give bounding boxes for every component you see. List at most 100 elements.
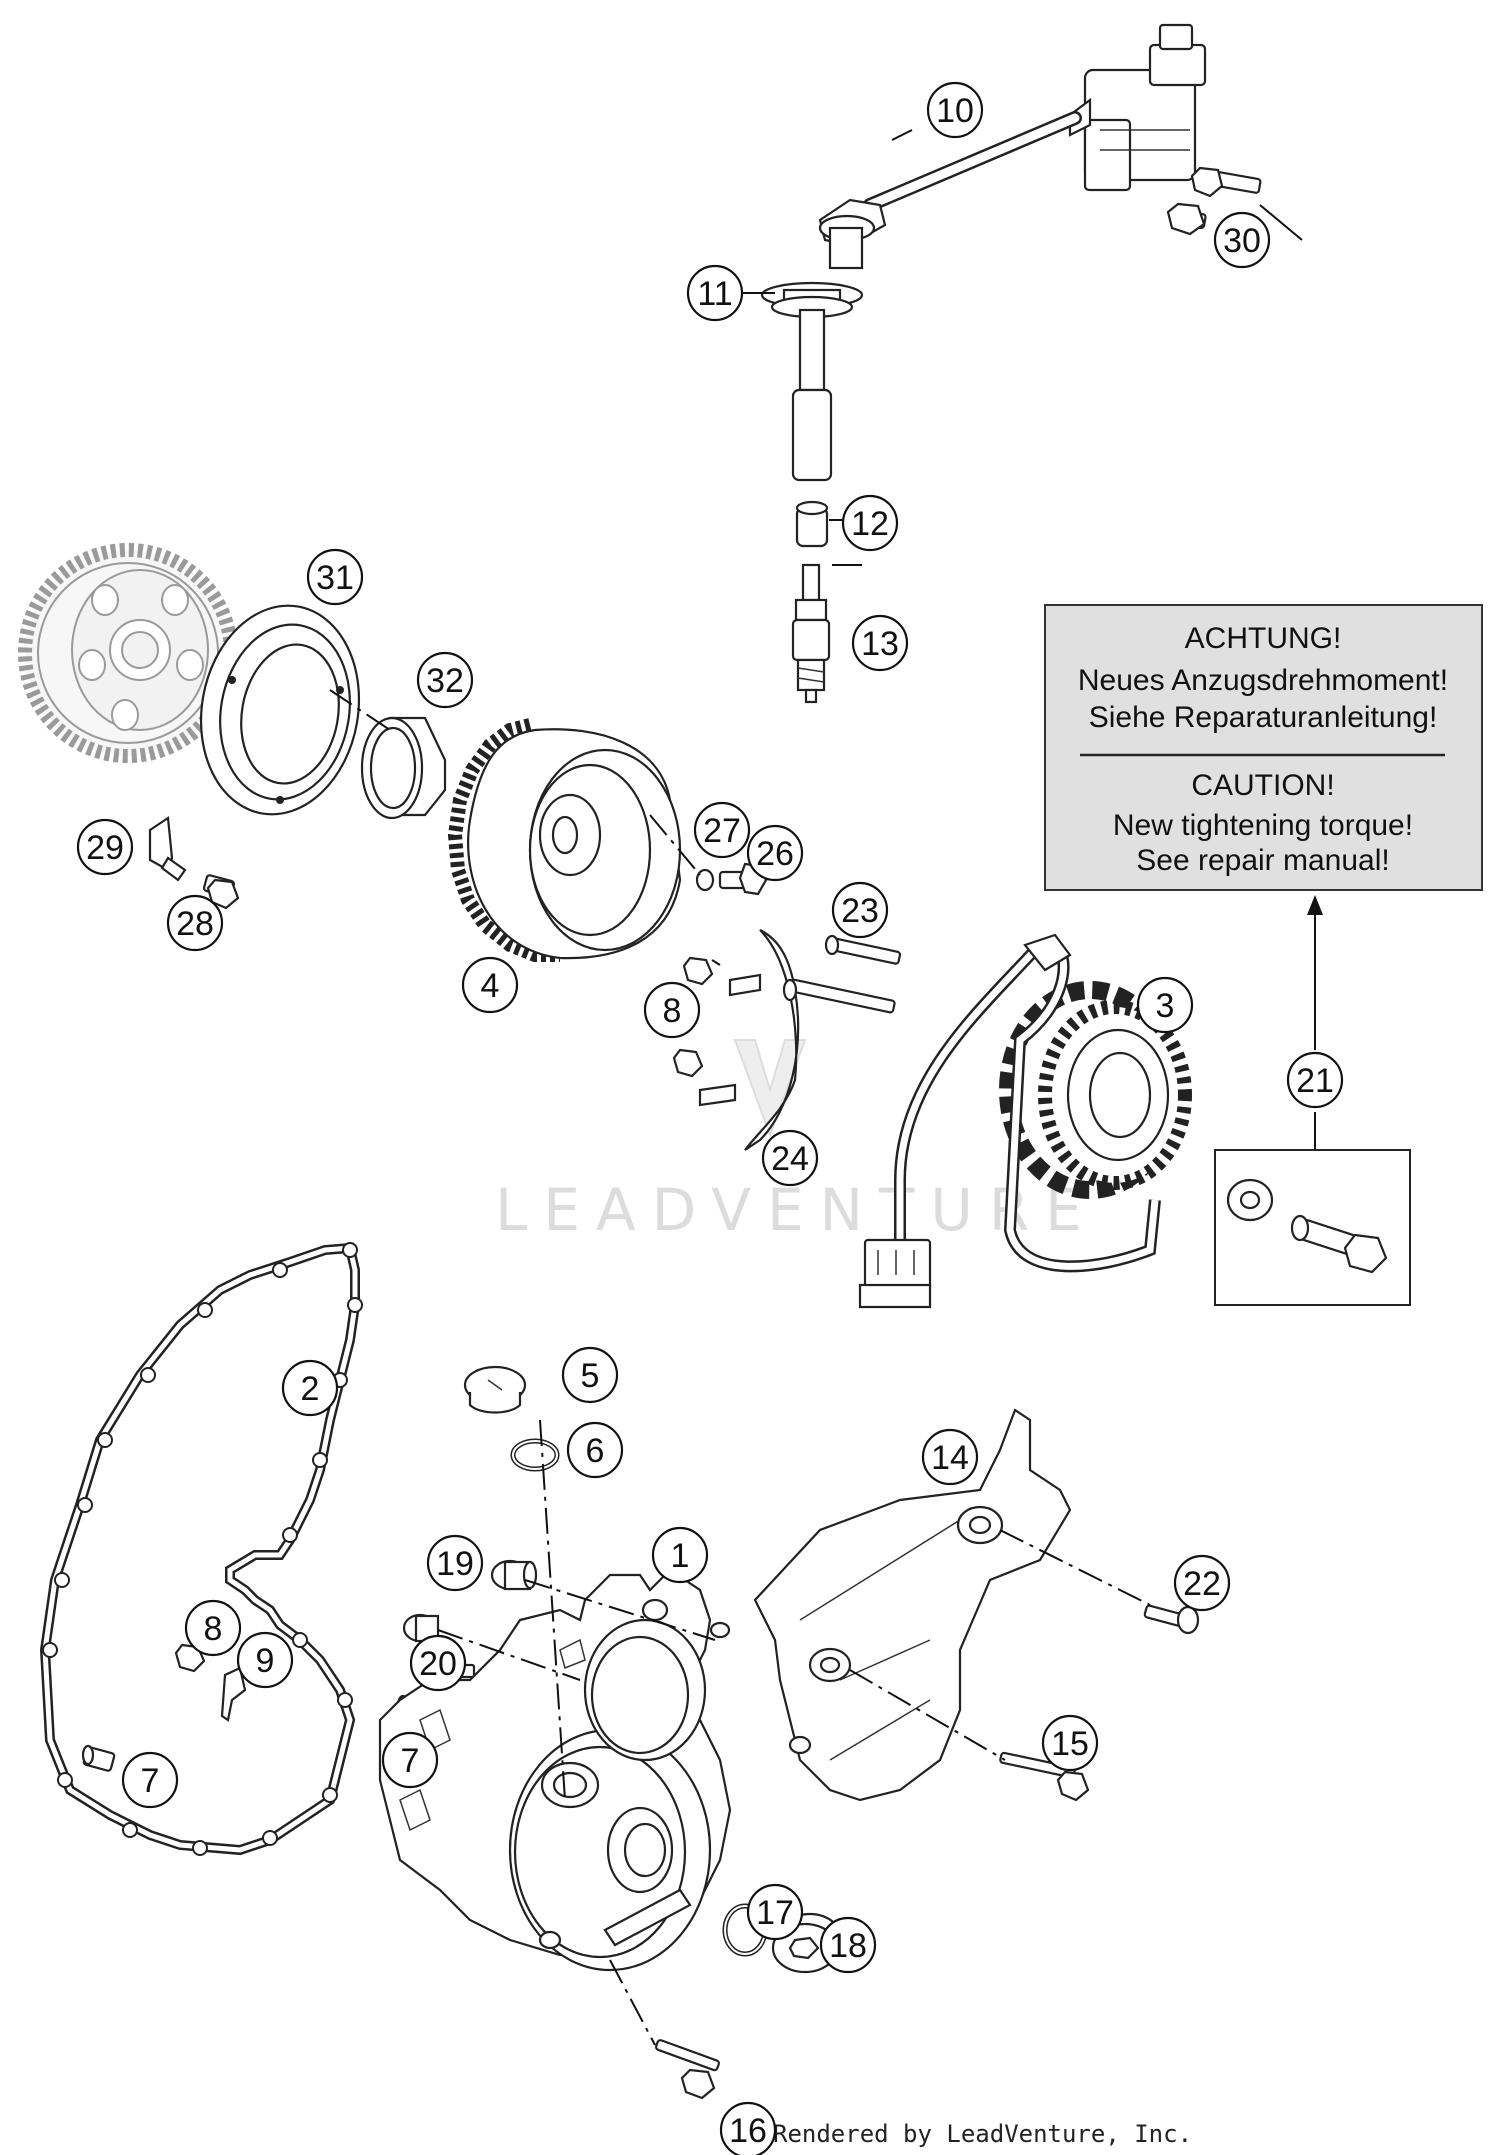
callout-label: 15 bbox=[1051, 1725, 1089, 1763]
callout-label: 7 bbox=[141, 1762, 160, 1800]
callout-circle bbox=[926, 81, 984, 139]
callout-circle bbox=[566, 1421, 624, 1479]
callout-circle bbox=[1286, 1051, 1344, 1109]
callout-label: 18 bbox=[829, 1927, 867, 1965]
callout-11: 11 bbox=[686, 264, 744, 322]
callout-label: 1 bbox=[671, 1537, 690, 1575]
callout-circle bbox=[184, 1599, 242, 1657]
cover-bolt-22 bbox=[1143, 1604, 1200, 1635]
callout-26: 26 bbox=[746, 824, 804, 882]
callout-label: 10 bbox=[936, 92, 974, 130]
coil-mounting-bolts bbox=[1166, 166, 1262, 236]
ignition-cable bbox=[863, 111, 1082, 212]
callout-label: 16 bbox=[729, 2112, 767, 2150]
callout-30: 30 bbox=[1213, 211, 1271, 269]
callout-circle bbox=[1136, 976, 1194, 1034]
callout-label: 26 bbox=[756, 835, 794, 873]
callout-label: 17 bbox=[756, 1894, 794, 1932]
torque-notice: ACHTUNG! Neues Anzugsdrehmoment! Siehe R… bbox=[1044, 604, 1483, 891]
callout-label: 7 bbox=[401, 1742, 420, 1780]
callout-circle bbox=[1041, 1714, 1099, 1772]
callout-label: 19 bbox=[436, 1545, 474, 1583]
o-ring bbox=[510, 1438, 560, 1472]
callout-18: 18 bbox=[819, 1916, 877, 1974]
callout-label: 30 bbox=[1223, 222, 1261, 260]
callout-1: 1 bbox=[651, 1526, 709, 1584]
callout-label: 6 bbox=[586, 1432, 605, 1470]
callout-circle bbox=[693, 801, 751, 859]
callout-19: 19 bbox=[426, 1534, 484, 1592]
callout-label: 14 bbox=[931, 1439, 969, 1477]
cover-gasket bbox=[39, 1242, 363, 1856]
callout-circle bbox=[416, 651, 474, 709]
callout-circle bbox=[761, 1129, 819, 1187]
callout-label: 4 bbox=[481, 967, 500, 1005]
callout-31: 31 bbox=[306, 548, 364, 606]
callout-16: 16 bbox=[719, 2101, 777, 2155]
callout-9: 9 bbox=[236, 1631, 294, 1689]
callout-label: 11 bbox=[697, 275, 732, 313]
callout-circle bbox=[651, 1526, 709, 1584]
callout-circle bbox=[746, 1883, 804, 1941]
callout-29: 29 bbox=[76, 818, 134, 876]
alternator-stator bbox=[999, 981, 1192, 1199]
spark-plug-connector bbox=[760, 198, 887, 482]
callout-label: 22 bbox=[1183, 1565, 1221, 1603]
notice-english-title: CAUTION! bbox=[1191, 769, 1334, 802]
notice-german-line2: Siehe Reparaturanleitung! bbox=[1089, 701, 1438, 734]
spark-plug-adapter bbox=[795, 500, 829, 548]
ignition-coil bbox=[1068, 23, 1207, 192]
callout-circle bbox=[831, 881, 889, 939]
spark-plug bbox=[791, 563, 831, 704]
callout-22: 22 bbox=[1173, 1554, 1231, 1612]
render-credit: Rendered by LeadVenture, Inc. bbox=[773, 2120, 1192, 2148]
callout-label: 31 bbox=[316, 559, 354, 597]
callout-8b: 8 bbox=[184, 1599, 242, 1657]
callout-label: 20 bbox=[419, 1645, 457, 1683]
stator-wiring-harness bbox=[858, 933, 1161, 1309]
callout-label: 9 bbox=[256, 1642, 275, 1680]
callout-circle bbox=[921, 1428, 979, 1486]
callout-label: 13 bbox=[861, 625, 899, 663]
callout-7a: 7 bbox=[121, 1751, 179, 1809]
callout-label: 29 bbox=[86, 829, 124, 867]
notice-english-line1: New tightening torque! bbox=[1113, 809, 1413, 842]
notice-german-line1: Neues Anzugsdrehmoment! bbox=[1078, 664, 1448, 697]
leader-lines bbox=[329, 129, 1303, 2046]
callout-label: 3 bbox=[1156, 987, 1175, 1025]
callout-label: 12 bbox=[851, 505, 889, 543]
callout-circle bbox=[561, 1346, 619, 1404]
callout-circle bbox=[381, 1731, 439, 1789]
callout-6: 6 bbox=[566, 1421, 624, 1479]
callout-label: 5 bbox=[581, 1357, 600, 1395]
callout-7b: 7 bbox=[381, 1731, 439, 1789]
callout-label: 27 bbox=[703, 812, 741, 850]
callout-circle bbox=[76, 818, 134, 876]
callout-10: 10 bbox=[926, 81, 984, 139]
callout-17: 17 bbox=[746, 1883, 804, 1941]
callout-13: 13 bbox=[851, 614, 909, 672]
callout-label: 8 bbox=[204, 1610, 223, 1648]
callout-12: 12 bbox=[841, 494, 899, 552]
callout-circle bbox=[121, 1751, 179, 1809]
callout-circle bbox=[236, 1631, 294, 1689]
freewheel-plate bbox=[199, 604, 361, 816]
callout-15: 15 bbox=[1041, 1714, 1099, 1772]
cover-bolt-16 bbox=[654, 2039, 720, 2100]
callout-27: 27 bbox=[693, 801, 751, 859]
callout-32: 32 bbox=[416, 651, 474, 709]
notice-arrow bbox=[1307, 895, 1323, 1150]
callout-circle bbox=[851, 614, 909, 672]
callout-label: 24 bbox=[771, 1140, 809, 1178]
callout-label: 32 bbox=[426, 662, 464, 700]
callout-circle bbox=[461, 956, 519, 1014]
cover-bolt-15 bbox=[999, 1751, 1090, 1802]
callout-28: 28 bbox=[166, 894, 224, 952]
callout-circle bbox=[1173, 1554, 1231, 1612]
callout-circle bbox=[166, 894, 224, 952]
flywheel-rotor bbox=[447, 718, 682, 962]
callout-label: 8 bbox=[663, 992, 682, 1030]
callout-label: 23 bbox=[841, 892, 879, 930]
callout-4: 4 bbox=[461, 956, 519, 1014]
sensor-bracket bbox=[148, 816, 187, 882]
